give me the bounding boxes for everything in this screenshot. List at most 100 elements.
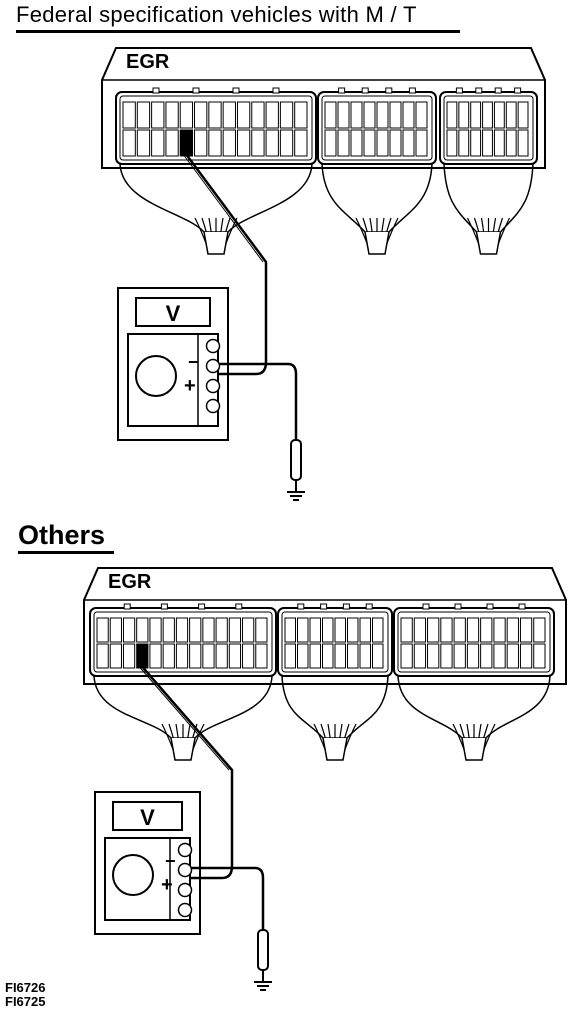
harness-bundle: [170, 737, 196, 761]
terminal-pin: [493, 617, 506, 643]
voltmeter-jack: [205, 378, 221, 394]
terminal-pin: [294, 101, 308, 129]
terminal-pin: [470, 129, 482, 157]
connector-clip: [422, 603, 430, 610]
connector-clip: [320, 603, 328, 610]
terminal-pin: [202, 617, 215, 643]
terminal-pin: [427, 617, 440, 643]
voltmeter-display: [135, 297, 211, 327]
terminal-pin: [533, 643, 546, 669]
positive-test-lead: [142, 667, 234, 880]
voltmeter-jack: [205, 358, 221, 374]
connector-clip: [192, 87, 200, 94]
terminal-pin: [427, 643, 440, 669]
connector-clip: [385, 87, 393, 94]
terminal-pin: [533, 617, 546, 643]
terminal-pin: [228, 617, 242, 643]
voltmeter-jack: [177, 882, 193, 898]
terminal-pin: [493, 101, 505, 129]
terminal-pin: [519, 643, 533, 669]
connector-clip: [160, 603, 168, 610]
connector-clip: [338, 87, 346, 94]
terminal-pin: [208, 101, 222, 129]
terminal-pin: [215, 643, 228, 669]
connector-clip: [518, 603, 526, 610]
terminal-pin: [122, 101, 136, 129]
probe-tip: [183, 155, 264, 263]
connector-clip: [494, 87, 502, 94]
terminal-pin: [480, 643, 493, 669]
terminal-pin: [350, 101, 363, 129]
terminal-pin: [347, 617, 359, 643]
terminal-pin: [458, 101, 470, 129]
terminal-pin: [347, 643, 359, 669]
figure-code: FI6726: [5, 980, 46, 995]
voltmeter-jack: [177, 902, 193, 918]
figure-codes: FI6726 FI6725: [5, 981, 45, 1009]
terminal-pin: [480, 617, 493, 643]
title-underline: [16, 30, 460, 33]
harness-bundle: [461, 737, 487, 761]
terminal-pin: [175, 617, 189, 643]
terminal-pin: [242, 617, 255, 643]
terminal-pin: [309, 643, 321, 669]
terminal-pin: [470, 101, 482, 129]
voltmeter-dial: [135, 355, 177, 397]
terminal-pin: [517, 101, 529, 129]
terminal-pin: [402, 129, 415, 157]
terminal-pin: [202, 643, 215, 669]
connector-clip: [361, 87, 369, 94]
terminal-pin: [482, 129, 493, 157]
terminal-pin: [162, 643, 175, 669]
terminal-pin: [334, 643, 346, 669]
terminal-pin: [236, 129, 251, 157]
probed-terminal: [136, 643, 149, 669]
probed-terminal: [179, 129, 194, 157]
terminal-pin: [493, 643, 506, 669]
plus-symbol: +: [161, 874, 173, 896]
title-underline: [18, 551, 114, 554]
terminal-pin: [359, 643, 371, 669]
connector-clip: [454, 603, 462, 610]
connector-clip: [232, 87, 240, 94]
terminal-pin: [363, 101, 376, 129]
terminal-pin: [458, 129, 470, 157]
ecu-label: EGR: [108, 571, 152, 593]
connector-inner: [93, 611, 273, 673]
terminal-pin: [440, 643, 453, 669]
terminal-pin: [265, 101, 279, 129]
terminal-pin: [228, 643, 242, 669]
terminal-pin: [297, 617, 309, 643]
voltmeter-display: [112, 801, 183, 831]
terminal-pin: [446, 101, 458, 129]
connector-clip: [235, 603, 243, 610]
terminal-pin: [284, 643, 296, 669]
terminal-pin: [96, 617, 109, 643]
ecu-label: EGR: [126, 51, 170, 73]
terminal-pin: [466, 643, 480, 669]
terminal-pin: [453, 643, 466, 669]
terminal-pin: [189, 617, 202, 643]
terminal-pin: [255, 617, 268, 643]
figure-code: FI6725: [5, 994, 46, 1009]
terminal-pin: [165, 129, 179, 157]
terminal-pin: [413, 617, 427, 643]
connector-clip: [198, 603, 206, 610]
terminal-pin: [208, 129, 222, 157]
terminal-pin: [389, 129, 402, 157]
connector-inner: [281, 611, 389, 673]
terminal-pin: [519, 617, 533, 643]
connector-clip: [272, 87, 280, 94]
terminal-pin: [453, 617, 466, 643]
terminal-pin: [517, 129, 529, 157]
connector-inner: [119, 95, 313, 161]
harness-bundle: [364, 231, 390, 255]
diagram-title-others: Others: [18, 520, 106, 550]
voltmeter-unit-label: V: [140, 805, 155, 830]
terminal-pin: [359, 617, 371, 643]
terminal-pin: [242, 643, 255, 669]
voltmeter-unit-label: V: [166, 301, 181, 326]
terminal-pin: [297, 643, 309, 669]
